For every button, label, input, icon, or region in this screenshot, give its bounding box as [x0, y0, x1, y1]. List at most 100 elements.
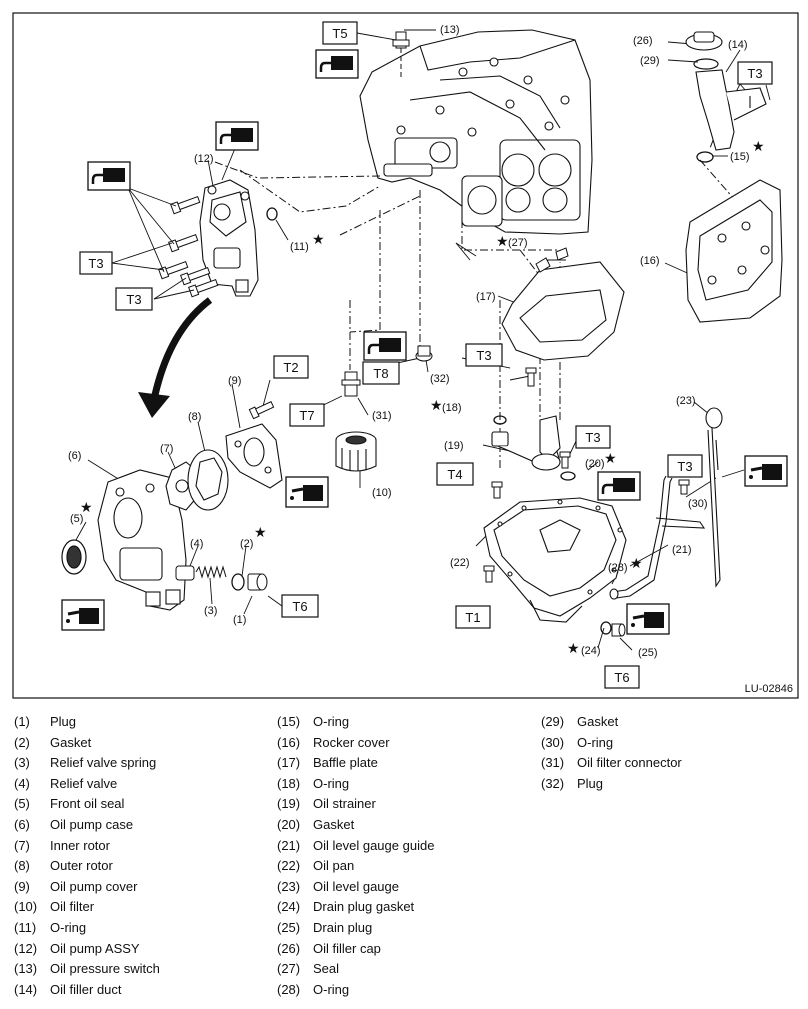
plug-32 [415, 345, 433, 362]
callout: (11) [290, 241, 309, 253]
torque-label: T3 [126, 292, 141, 307]
legend-item-number: (25) [277, 920, 301, 935]
star-icon: ★ [630, 555, 643, 571]
callout: (9) [228, 375, 241, 387]
torque-label: T3 [476, 348, 491, 363]
legend-item-number: (30) [541, 734, 565, 750]
callout: (19) [444, 440, 464, 452]
callout: (3) [204, 605, 217, 617]
torque-label: T2 [283, 360, 298, 375]
legend-item-number: (1) [14, 714, 30, 729]
gasket-20 [560, 471, 576, 481]
callout: (8) [188, 411, 201, 423]
callout: (26) [633, 35, 653, 47]
legend-item-name: Front oil seal [50, 796, 125, 812]
legend-item-name: O-ring [577, 734, 614, 750]
legend-item-name: Drain plug gasket [313, 899, 415, 915]
oil-pump-cover [225, 423, 283, 489]
legend-item-number: (8) [14, 858, 30, 874]
oil-symbol [625, 602, 671, 636]
star-icon: ★ [752, 138, 765, 154]
star-icon: ★ [80, 499, 93, 515]
legend-item-number: (13) [14, 961, 38, 977]
callout: (13) [440, 24, 460, 36]
oil-pump-assy [199, 179, 259, 297]
legend-item-number: (6) [14, 817, 30, 832]
oil-symbol [284, 475, 330, 509]
legend-item-number: (31) [541, 755, 565, 771]
legend-item-name: Oil pump case [50, 817, 134, 832]
legend-item-name: Oil pump cover [50, 878, 138, 894]
torque-label: T1 [465, 610, 480, 625]
o-ring-18 [493, 415, 507, 425]
torque-label: T4 [447, 467, 462, 482]
legend-item-name: Relief valve spring [50, 755, 157, 771]
star-icon: ★ [312, 231, 325, 247]
legend-item-number: (24) [277, 899, 301, 915]
oil-symbol [743, 454, 789, 488]
torque-labels: T5 T3 T3 T3 T3 T3 T3 T2 T7 T8 T4 T1 T6 T… [88, 26, 762, 685]
legend-item-name: Plug [50, 714, 77, 729]
torque-label: T3 [677, 459, 692, 474]
legend-item-number: (5) [14, 796, 30, 812]
torque-label: T5 [332, 26, 347, 41]
callout: (14) [728, 39, 748, 51]
legend-item-number: (3) [14, 755, 30, 771]
legend-item-name: Oil filler cap [313, 940, 381, 956]
legend-item-name: Gasket [50, 734, 92, 750]
star-icon: ★ [567, 640, 580, 656]
legend-item-number: (15) [277, 714, 301, 729]
callout: (27) [508, 237, 528, 249]
torque-label: T6 [614, 670, 629, 685]
callout: (25) [638, 647, 658, 659]
oil-pressure-switch [392, 31, 410, 80]
legend-item-name: Gasket [577, 714, 619, 729]
torque-label: T3 [88, 256, 103, 271]
gasket-2 [231, 573, 245, 591]
legend-item-number: (10) [14, 899, 38, 915]
legend-item-name: Oil pan [313, 858, 355, 874]
pan-bolt [483, 565, 495, 583]
legend-item-number: (14) [14, 981, 38, 997]
rocker-cover [685, 179, 783, 323]
sealant-symbol [214, 120, 260, 152]
legend-item-number: (11) [14, 920, 37, 935]
callout: (15) [730, 151, 750, 163]
oil-level-gauge [705, 407, 723, 588]
star-icon: ★ [496, 233, 509, 249]
callout: (29) [640, 55, 660, 67]
callout: (24) [581, 645, 601, 657]
star-icon: ★ [430, 397, 443, 413]
callout: (10) [372, 487, 392, 499]
drain-plug [600, 621, 626, 637]
o-ring-11 [266, 207, 278, 221]
legend-item-number: (22) [277, 858, 301, 874]
oil-filter-connector [341, 371, 361, 397]
legend-item-number: (16) [277, 734, 301, 750]
legend-item-number: (17) [277, 755, 301, 771]
legend-item-number: (12) [14, 940, 38, 956]
legend-item-name: Oil pressure switch [50, 961, 160, 977]
sealant-symbol [362, 330, 408, 362]
relief-valve-spring [195, 565, 227, 579]
pump-bolts [158, 196, 219, 298]
o-ring-15 [696, 151, 714, 163]
oil-pan [483, 497, 627, 623]
legend-item-number: (20) [277, 817, 301, 832]
legend-item-name: Baffle plate [313, 755, 378, 771]
engine-block [359, 29, 593, 235]
callout: (5) [70, 513, 83, 525]
legend-item-name: Oil pump ASSY [50, 940, 140, 956]
legend-item-number: (32) [541, 775, 565, 791]
torque-label: T6 [292, 599, 307, 614]
legend-item-name: Seal [313, 961, 340, 977]
legend-item-number: (2) [14, 734, 30, 750]
torque-label: T8 [373, 366, 388, 381]
oil-filler-cap [685, 31, 723, 51]
callout: (31) [372, 410, 392, 422]
replace-stars: ★ ★ ★ ★ ★ ★ ★ ★ ★ [80, 138, 765, 656]
legend-item-name: O-ring [313, 981, 350, 997]
oil-strainer [491, 415, 561, 471]
legend-item-name: Relief valve [50, 775, 118, 791]
callout: (4) [190, 538, 203, 550]
